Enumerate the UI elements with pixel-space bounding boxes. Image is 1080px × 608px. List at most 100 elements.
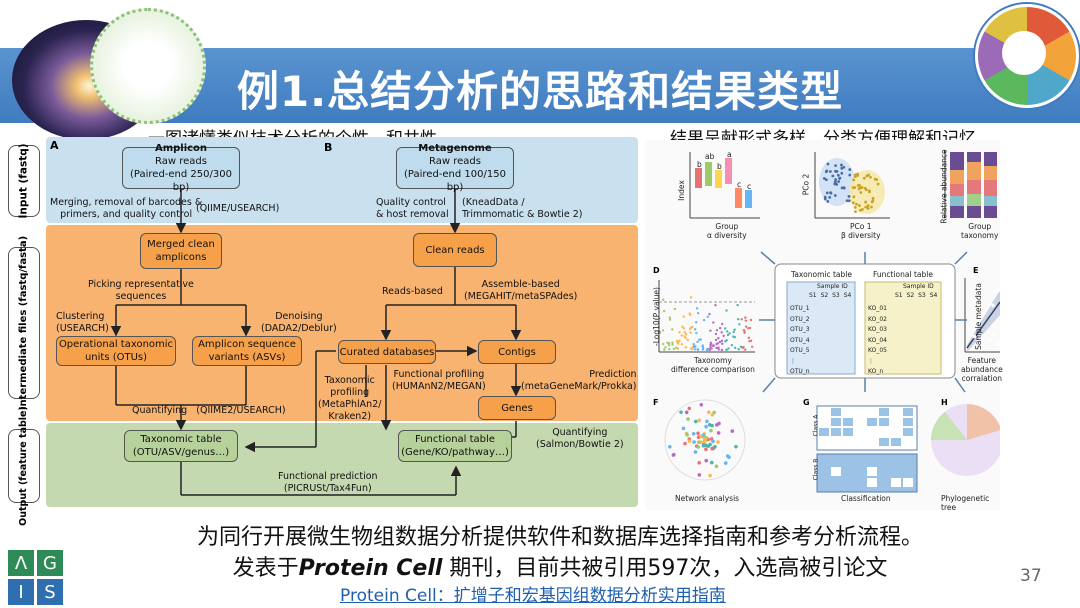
box-letter: b bbox=[717, 162, 722, 171]
panel-letter-g: G bbox=[803, 398, 810, 407]
pcoa-point bbox=[858, 204, 861, 207]
class-b-cell bbox=[867, 478, 877, 487]
pcoa-point bbox=[825, 191, 829, 195]
logo-letter: I bbox=[8, 579, 34, 605]
class-b-cell bbox=[891, 478, 901, 487]
kneaddata-label: (KneadData /Trimmomatic & Bowtie 2) bbox=[462, 197, 583, 220]
pcoa-point bbox=[862, 176, 866, 180]
pcoa-point bbox=[869, 175, 872, 179]
pcoa-point bbox=[848, 168, 852, 171]
pcoa-point bbox=[848, 173, 852, 177]
manhattan-point bbox=[728, 332, 731, 335]
quantifying-a-label: Quantifying (QIIME2/USEARCH) bbox=[132, 405, 286, 416]
clustering-label: Clustering(USEARCH) bbox=[56, 311, 109, 334]
manhattan-point bbox=[675, 339, 679, 343]
axis-label-relative-abundance: Relative abundance bbox=[939, 149, 949, 224]
manhattan-point bbox=[712, 344, 716, 347]
manhattan-point bbox=[717, 348, 720, 351]
manhattan-point bbox=[732, 330, 735, 334]
pcoa-point bbox=[866, 207, 870, 210]
taxonomic-table-title: Taxonomic table bbox=[791, 270, 852, 279]
manhattan-point bbox=[689, 296, 693, 299]
network-node bbox=[711, 439, 715, 444]
pcoa-point bbox=[840, 163, 843, 167]
sample-columns-left: S1 S2 S3 S4 bbox=[809, 292, 852, 299]
correlation-point bbox=[971, 299, 976, 304]
network-node bbox=[692, 440, 696, 444]
manhattan-point bbox=[663, 348, 666, 351]
class-a-cell bbox=[879, 408, 889, 416]
pcoa-point bbox=[852, 178, 856, 182]
box-letter: c bbox=[747, 182, 752, 191]
pcoa-point bbox=[865, 174, 869, 178]
clean-reads-box: Clean reads bbox=[413, 233, 497, 267]
class-b-cell bbox=[903, 478, 913, 487]
manhattan-point bbox=[686, 338, 690, 342]
manhattan-point bbox=[688, 327, 692, 331]
class-a-cell bbox=[891, 438, 901, 446]
pcoa-point bbox=[856, 184, 860, 187]
manhattan-point bbox=[720, 348, 724, 352]
manhattan-point bbox=[709, 329, 712, 332]
pcoa-point bbox=[836, 173, 840, 177]
manhattan-point bbox=[709, 341, 713, 345]
paper-link[interactable]: Protein Cell：扩增子和宏基因组数据分析实用指南 bbox=[340, 586, 726, 606]
manhattan-point bbox=[667, 342, 671, 345]
manhattan-point bbox=[725, 348, 728, 352]
pcoa-point bbox=[822, 177, 826, 180]
manhattan-point bbox=[708, 312, 711, 316]
manhattan-point bbox=[668, 318, 672, 321]
manhattan-point bbox=[733, 328, 736, 331]
workflow-diagram: A B Input (fastq) Intermediate files (fa… bbox=[6, 137, 640, 526]
box-letter: b bbox=[697, 160, 702, 169]
manhattan-point bbox=[723, 327, 727, 330]
manhattan-point bbox=[696, 311, 700, 315]
manhattan-point bbox=[684, 346, 688, 349]
manhattan-point bbox=[695, 331, 698, 335]
pcoa-point bbox=[828, 195, 832, 199]
manhattan-point bbox=[702, 318, 706, 322]
manhattan-point bbox=[725, 330, 729, 333]
manhattan-point bbox=[684, 332, 688, 336]
network-node bbox=[710, 446, 714, 451]
panel-letter-e: E bbox=[973, 266, 979, 275]
axis-label-index: Index bbox=[676, 180, 686, 201]
pcoa-point bbox=[838, 176, 842, 180]
assemble-based-label: Assemble-based(MEGAHIT/metaSPAdes) bbox=[464, 279, 578, 302]
logo-letter: S bbox=[37, 579, 63, 605]
network-node bbox=[685, 433, 689, 437]
manhattan-point bbox=[714, 338, 718, 342]
class-a-cell bbox=[843, 418, 853, 426]
network-node bbox=[668, 445, 672, 449]
side-label-intermediate: Intermediate files (fastq/fasta) bbox=[8, 236, 40, 410]
correlation-point bbox=[976, 291, 981, 295]
network-node bbox=[710, 412, 715, 417]
network-node bbox=[704, 458, 709, 463]
pcoa-point bbox=[854, 210, 857, 214]
manhattan-point bbox=[699, 338, 702, 341]
manhattan-point bbox=[738, 323, 741, 326]
network-node bbox=[714, 464, 719, 469]
manhattan-point bbox=[718, 340, 722, 344]
pcoa-point bbox=[859, 186, 862, 190]
network-node bbox=[730, 429, 735, 433]
curated-databases-box: Curated databases bbox=[338, 340, 436, 364]
network-node bbox=[702, 439, 707, 444]
manhattan-point bbox=[712, 321, 715, 324]
logo-letter: G bbox=[37, 550, 63, 576]
manhattan-point bbox=[744, 319, 748, 322]
pcoa-point bbox=[847, 199, 851, 203]
pcoa-point bbox=[828, 170, 832, 173]
manhattan-point bbox=[692, 342, 695, 346]
correlation-point bbox=[987, 338, 992, 343]
page-number: 37 bbox=[1020, 566, 1042, 586]
denoising-label: Denoising(DADA2/Deblur) bbox=[261, 311, 337, 334]
manhattan-point bbox=[695, 307, 699, 310]
manhattan-point bbox=[691, 325, 694, 329]
correlation-point bbox=[971, 323, 976, 327]
